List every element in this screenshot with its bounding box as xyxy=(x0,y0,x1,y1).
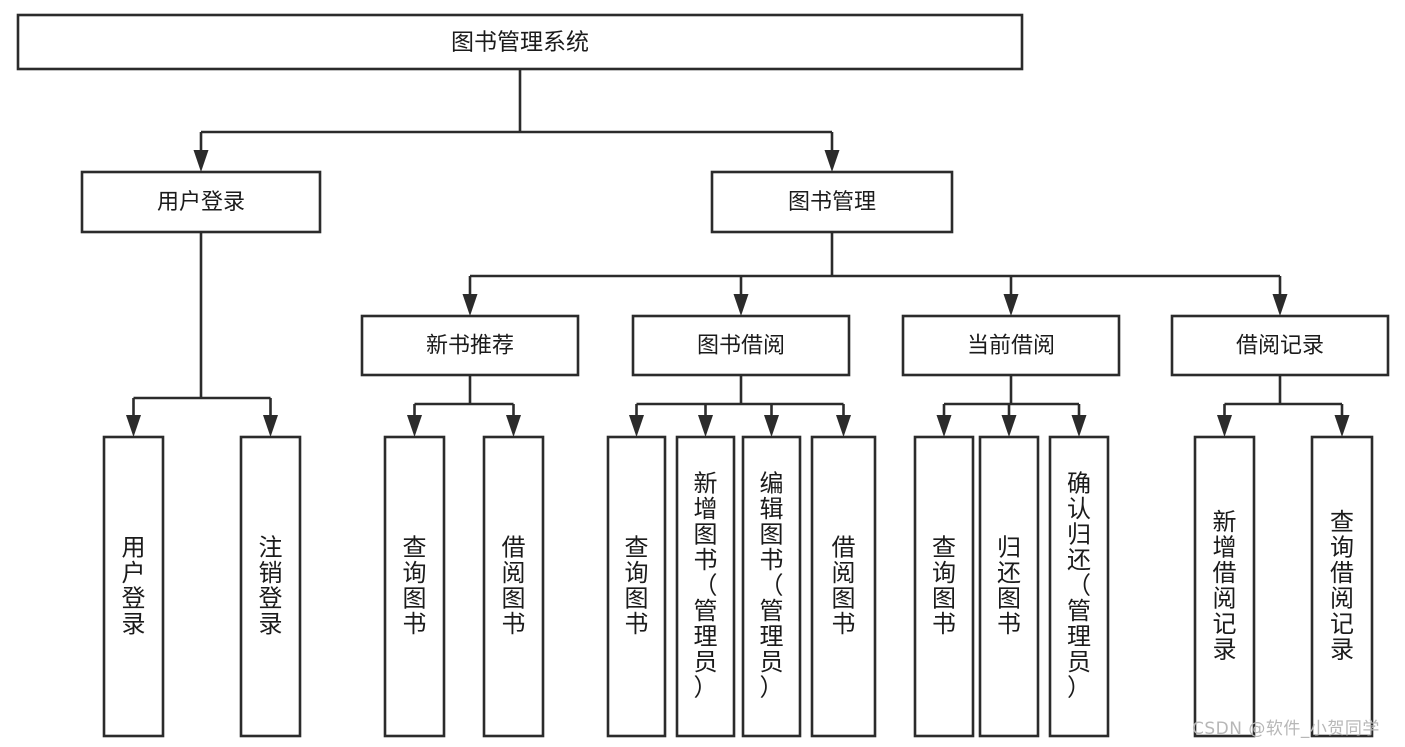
node-root[interactable]: 图书管理系统 xyxy=(16,13,1024,71)
arrow-head-icon xyxy=(1272,294,1288,316)
node-box-bookmgmt xyxy=(710,170,954,234)
node-b_query[interactable]: 查询图书 xyxy=(606,435,667,738)
node-label-n_query: 查询图书 xyxy=(403,533,427,638)
arrow-head-icon xyxy=(836,415,851,437)
node-box-n_borrow xyxy=(482,435,545,738)
arrow-head-icon xyxy=(1003,294,1019,316)
arrow-head-icon xyxy=(193,150,209,172)
node-box-l_logout xyxy=(239,435,302,738)
arrow-head-icon xyxy=(629,415,644,437)
node-box-b_add xyxy=(675,435,736,738)
node-label-login: 用户登录 xyxy=(157,190,245,215)
node-label-r_query: 查询借阅记录 xyxy=(1330,508,1354,664)
node-box-newbook xyxy=(360,314,580,377)
arrow-head-icon xyxy=(824,150,840,172)
node-box-r_add xyxy=(1193,435,1256,738)
node-r_add[interactable]: 新增借阅记录 xyxy=(1193,435,1256,738)
node-label-bookmgmt: 图书管理 xyxy=(788,190,876,215)
node-label-root: 图书管理系统 xyxy=(451,30,589,56)
connector-root xyxy=(193,69,840,172)
node-label-records: 借阅记录 xyxy=(1236,334,1324,359)
connector-borrow xyxy=(629,375,851,437)
node-label-r_add: 新增借阅记录 xyxy=(1213,508,1237,664)
arrow-head-icon xyxy=(698,415,713,437)
node-box-r_query xyxy=(1310,435,1374,738)
connector-layer xyxy=(126,69,1350,437)
connector-records xyxy=(1217,375,1350,437)
node-label-l_login: 用户登录 xyxy=(122,533,146,638)
arrow-head-icon xyxy=(263,415,278,437)
node-box-n_query xyxy=(383,435,446,738)
node-l_logout[interactable]: 注销登录 xyxy=(239,435,302,738)
arrow-head-icon xyxy=(1217,415,1232,437)
node-label-current: 当前借阅 xyxy=(967,334,1055,359)
node-b_lend[interactable]: 借阅图书 xyxy=(810,435,877,738)
node-newbook[interactable]: 新书推荐 xyxy=(360,314,580,377)
arrow-head-icon xyxy=(126,415,141,437)
node-label-c_confirm: 确认归还（管理员） xyxy=(1067,470,1091,702)
node-b_add[interactable]: 新增图书（管理员） xyxy=(675,435,736,738)
node-label-b_lend: 借阅图书 xyxy=(832,533,856,638)
node-borrow[interactable]: 图书借阅 xyxy=(631,314,851,377)
node-box-borrow xyxy=(631,314,851,377)
node-box-b_query xyxy=(606,435,667,738)
node-login[interactable]: 用户登录 xyxy=(80,170,322,234)
node-label-b_query: 查询图书 xyxy=(625,533,649,638)
node-n_query[interactable]: 查询图书 xyxy=(383,435,446,738)
arrow-head-icon xyxy=(1334,415,1350,437)
node-box-c_return xyxy=(978,435,1040,738)
connector-current xyxy=(936,375,1087,437)
node-label-c_query: 查询图书 xyxy=(932,533,956,638)
arrow-head-icon xyxy=(462,294,478,316)
node-l_login[interactable]: 用户登录 xyxy=(102,435,165,738)
node-current[interactable]: 当前借阅 xyxy=(901,314,1121,377)
node-box-current xyxy=(901,314,1121,377)
arrow-head-icon xyxy=(733,294,749,316)
node-r_query[interactable]: 查询借阅记录 xyxy=(1310,435,1374,738)
node-records[interactable]: 借阅记录 xyxy=(1170,314,1390,377)
connector-bookmgmt xyxy=(462,232,1288,316)
node-n_borrow[interactable]: 借阅图书 xyxy=(482,435,545,738)
node-box-b_lend xyxy=(810,435,877,738)
arrow-head-icon xyxy=(1001,415,1017,437)
arrow-head-icon xyxy=(407,415,422,437)
node-box-b_edit xyxy=(741,435,802,738)
node-box-c_query xyxy=(913,435,975,738)
arrow-head-icon xyxy=(1071,415,1087,437)
node-c_confirm[interactable]: 确认归还（管理员） xyxy=(1048,435,1110,738)
node-bookmgmt[interactable]: 图书管理 xyxy=(710,170,954,234)
node-label-newbook: 新书推荐 xyxy=(426,334,514,359)
arrow-head-icon xyxy=(764,415,779,437)
node-box-root xyxy=(16,13,1024,71)
node-b_edit[interactable]: 编辑图书（管理员） xyxy=(741,435,802,738)
node-label-n_borrow: 借阅图书 xyxy=(502,533,526,638)
node-box-login xyxy=(80,170,322,234)
node-label-b_edit: 编辑图书（管理员） xyxy=(760,470,784,702)
node-label-l_logout: 注销登录 xyxy=(259,533,283,638)
node-c_return[interactable]: 归还图书 xyxy=(978,435,1040,738)
connector-login xyxy=(126,232,278,437)
arrow-head-icon xyxy=(506,415,521,437)
node-box-l_login xyxy=(102,435,165,738)
node-box-records xyxy=(1170,314,1390,377)
node-c_query[interactable]: 查询图书 xyxy=(913,435,975,738)
node-label-borrow: 图书借阅 xyxy=(697,334,785,359)
arrow-head-icon xyxy=(936,415,952,437)
node-label-b_add: 新增图书（管理员） xyxy=(694,470,718,702)
node-layer: 图书管理系统用户登录图书管理新书推荐图书借阅当前借阅借阅记录用户登录注销登录查询… xyxy=(16,13,1390,738)
node-box-c_confirm xyxy=(1048,435,1110,738)
node-label-c_return: 归还图书 xyxy=(997,533,1021,638)
connector-newbook xyxy=(407,375,521,437)
